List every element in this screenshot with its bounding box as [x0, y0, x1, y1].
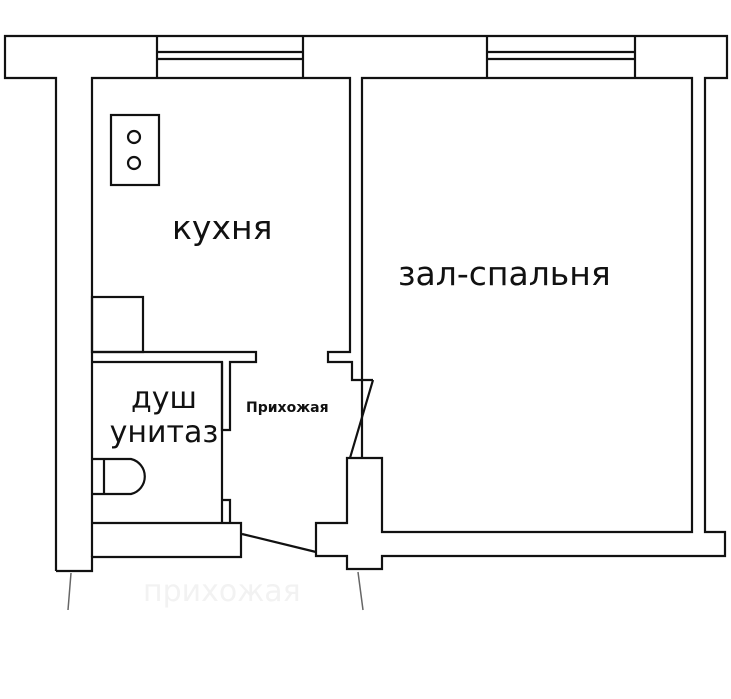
faded-wall-lines: [67, 571, 364, 611]
room-label-bathroom-toilet: унитаз: [109, 415, 219, 450]
room-label-living-bedroom: зал-спальня: [398, 254, 611, 293]
stove-icon: [109, 113, 161, 187]
bathroom-walls: [56, 362, 243, 573]
room-label-hallway-faded: прихожая: [143, 574, 301, 609]
room-label-bathroom: душ унитаз: [106, 382, 222, 450]
room-label-bathroom-shower: душ: [131, 381, 197, 416]
room-label-hallway: Прихожая: [246, 400, 329, 416]
outer-wall-top: [3, 34, 729, 571]
window-living-room: [485, 36, 637, 78]
kitchen-walls: [90, 76, 373, 557]
toilet-icon: [92, 457, 146, 496]
door-living-room[interactable]: [348, 379, 375, 459]
kitchen-counter: [90, 295, 145, 354]
door-entrance[interactable]: [241, 532, 317, 554]
window-kitchen: [155, 36, 305, 78]
room-label-kitchen: кухня: [172, 208, 273, 247]
